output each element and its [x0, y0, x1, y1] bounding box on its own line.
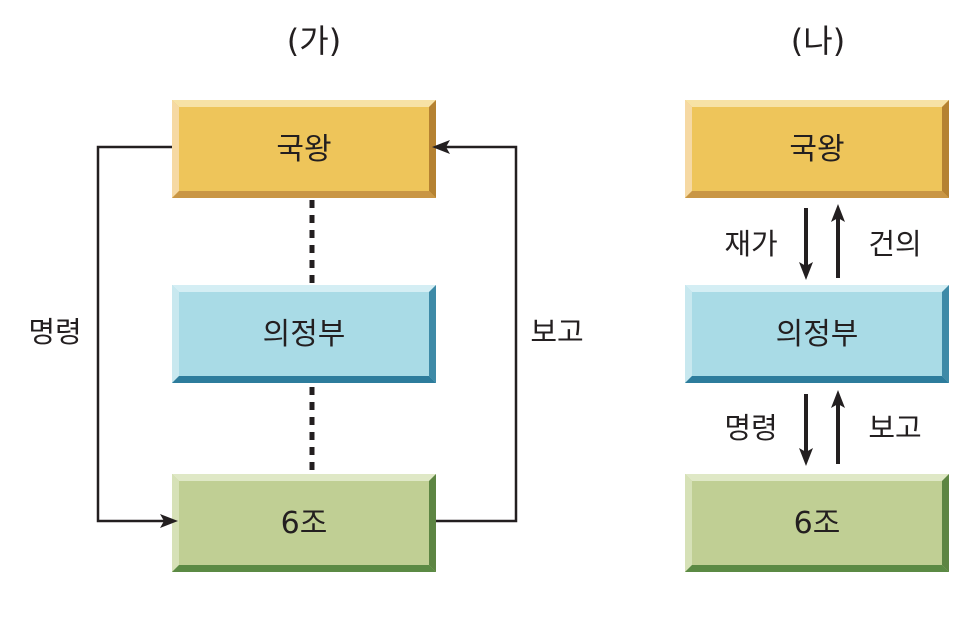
panel-a-ministries-label: 6조: [281, 506, 328, 541]
panel-a-council-label: 의정부: [263, 317, 346, 352]
panel-a-king-box: 국왕: [172, 100, 436, 198]
panel-b-council-label: 의정부: [776, 317, 859, 352]
panel-a: (가) 국왕 의정부 6조: [28, 22, 584, 572]
panel-a-command-arrow: [96, 145, 178, 528]
panel-b-command-label: 명령: [724, 411, 777, 445]
panel-b-approval-label: 재가: [724, 227, 777, 261]
panel-b: (나) 국왕 의정부 6조: [685, 22, 949, 572]
panel-b-title: (나): [791, 22, 845, 60]
panel-b-report-label: 보고: [868, 411, 921, 445]
panel-b-proposal-label: 건의: [868, 227, 921, 261]
panel-b-council-box: 의정부: [685, 285, 949, 383]
panel-a-title: (가): [287, 22, 341, 60]
panel-a-king-label: 국왕: [276, 132, 331, 167]
panel-b-ministries-label: 6조: [794, 506, 841, 541]
panel-a-ministries-box: 6조: [172, 474, 436, 572]
panel-b-ministries-box: 6조: [685, 474, 949, 572]
panel-a-report-arrow: [432, 140, 518, 523]
panel-a-council-box: 의정부: [172, 285, 436, 383]
panel-a-command-label: 명령: [28, 315, 81, 349]
panel-b-king-label: 국왕: [789, 132, 844, 167]
panel-b-king-box: 국왕: [685, 100, 949, 198]
panel-a-report-label: 보고: [530, 315, 583, 349]
